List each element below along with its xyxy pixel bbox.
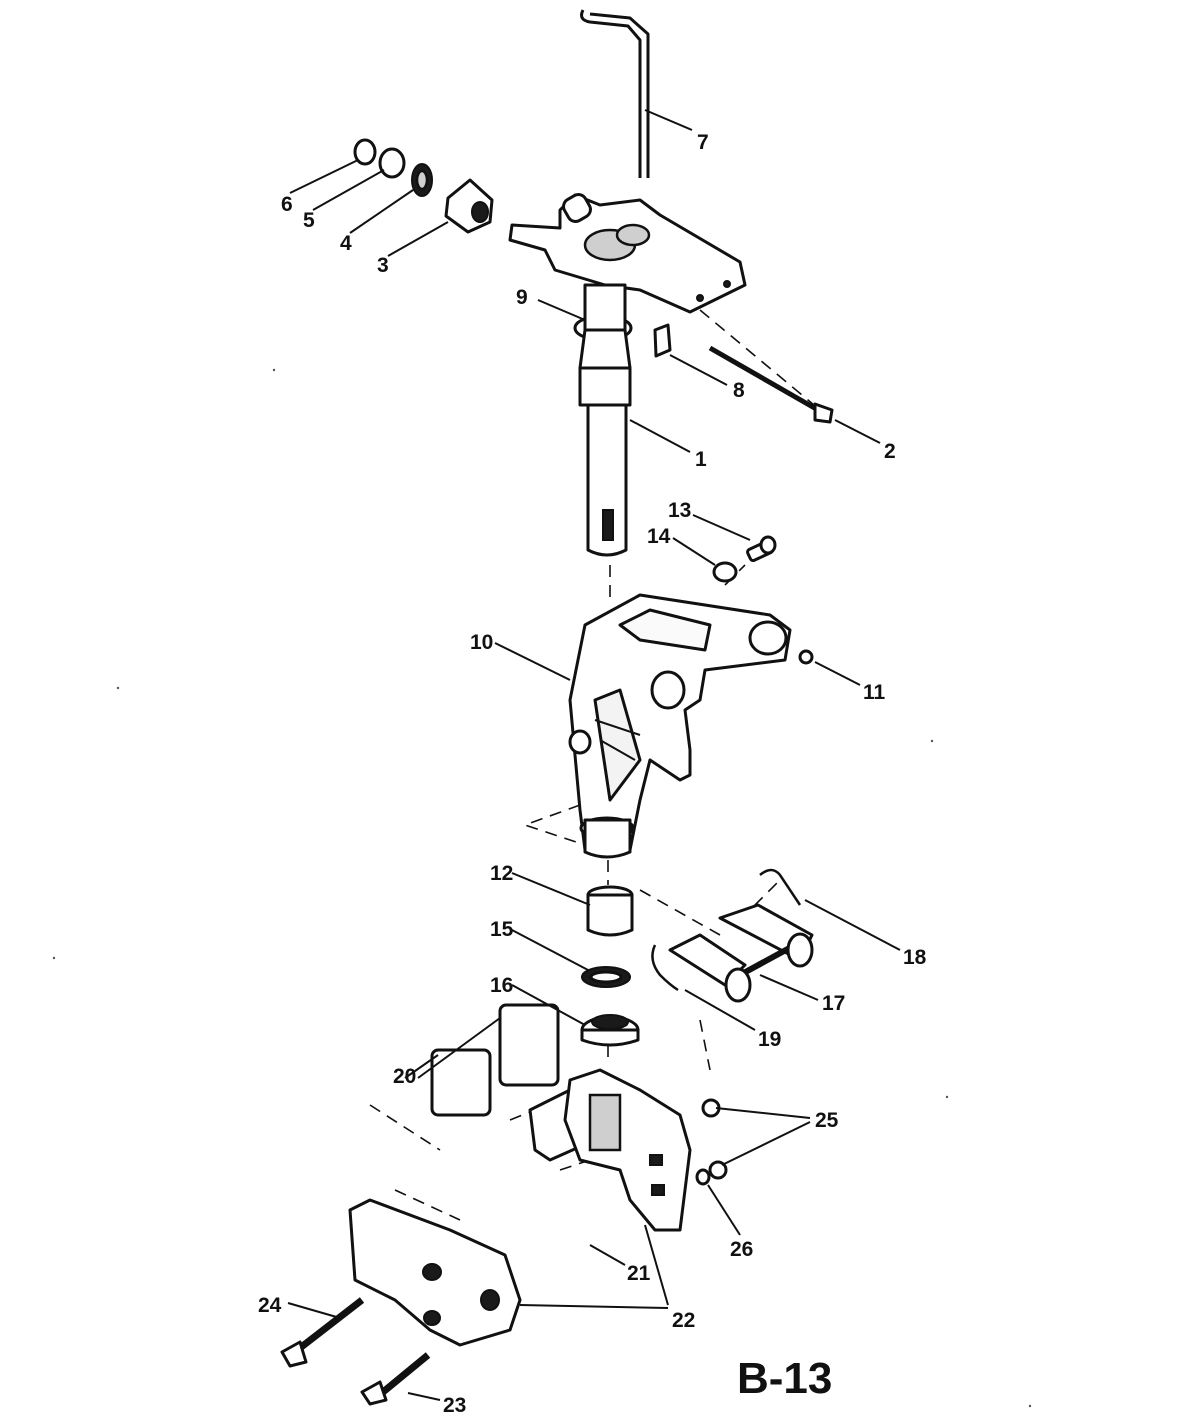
part-16-bushing xyxy=(580,1014,640,1047)
part-13-14-screw xyxy=(712,535,777,583)
callout-13: 13 xyxy=(668,499,691,522)
part-steering-bracket xyxy=(508,193,747,314)
callout-10: 10 xyxy=(470,631,493,654)
callout-14: 14 xyxy=(647,525,671,548)
callout-26: 26 xyxy=(730,1238,753,1261)
part-19-spring xyxy=(651,944,679,992)
part-10-swivel-bracket xyxy=(568,593,792,859)
callout-15: 15 xyxy=(490,918,514,941)
part-8-clip xyxy=(653,323,672,358)
callout-12: 12 xyxy=(490,862,513,885)
callout-23: 23 xyxy=(443,1394,466,1417)
part-22-clamp-right xyxy=(563,1068,692,1232)
callout-4: 4 xyxy=(340,232,352,255)
part-18-spring xyxy=(759,868,802,906)
callout-21: 21 xyxy=(627,1262,651,1285)
part-20-pads xyxy=(430,1003,560,1117)
callout-22: 22 xyxy=(672,1309,695,1332)
callout-3: 3 xyxy=(377,254,389,277)
callout-20: 20 xyxy=(393,1065,416,1088)
callout-1: 1 xyxy=(695,448,707,471)
callout-11: 11 xyxy=(863,681,886,704)
part-2-bolt xyxy=(708,345,834,424)
callout-9: 9 xyxy=(516,286,528,309)
part-7-rod xyxy=(580,9,650,178)
callout-19: 19 xyxy=(758,1028,781,1051)
callout-7: 7 xyxy=(697,131,709,154)
part-24-bolt xyxy=(280,1297,365,1368)
part-26-washer xyxy=(695,1168,711,1186)
callout-18: 18 xyxy=(903,946,927,969)
part-3-6-stack xyxy=(353,138,494,234)
part-11-screw xyxy=(798,649,814,665)
leader-lines xyxy=(287,109,901,1401)
callout-25: 25 xyxy=(815,1109,839,1132)
callout-16: 16 xyxy=(490,974,513,997)
part-1-swivel-tube xyxy=(573,283,633,557)
part-15-washer xyxy=(581,966,631,988)
part-22-clamp-left xyxy=(348,1198,522,1347)
callout-24: 24 xyxy=(258,1294,282,1317)
callout-2: 2 xyxy=(884,440,896,463)
page-id-label: B-13 xyxy=(737,1354,832,1403)
scan-specks xyxy=(52,368,1032,1408)
callout-6: 6 xyxy=(281,193,293,216)
part-12-bushing xyxy=(586,885,634,937)
part-23-bolt xyxy=(360,1352,431,1406)
callout-5: 5 xyxy=(303,209,315,232)
part-25-nuts xyxy=(701,1098,728,1180)
part-17-tilt-lock xyxy=(668,903,814,1003)
callout-8: 8 xyxy=(733,379,745,402)
callout-17: 17 xyxy=(822,992,845,1015)
callout-labels: 7 6 5 4 3 9 8 1 2 13 14 10 11 12 15 16 1… xyxy=(258,131,927,1417)
